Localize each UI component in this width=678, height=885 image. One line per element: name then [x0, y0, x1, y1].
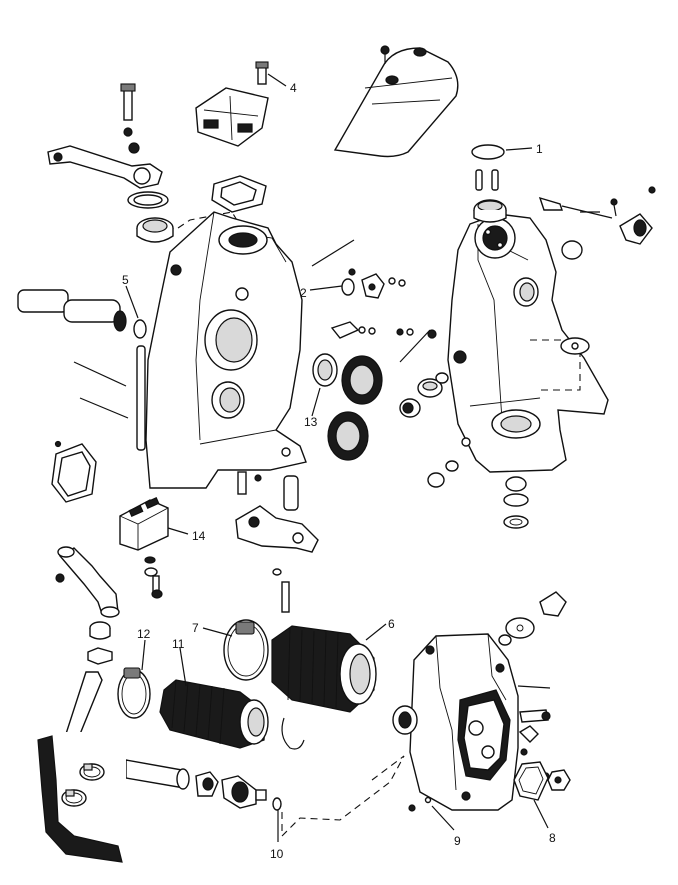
- bearing-set-part: [311, 239, 437, 461]
- small-gasket-left-part: [51, 440, 97, 503]
- routing-lines: [281, 755, 405, 838]
- small-parts-right: [399, 372, 529, 529]
- retaining-ring-part: [281, 717, 305, 750]
- exhaust-bellows-11-part: [159, 679, 269, 749]
- steering-arm-part: [47, 83, 174, 243]
- clamp-block-part: [195, 61, 269, 147]
- leader-lines: [125, 73, 549, 842]
- mount-bracket-part: [235, 471, 319, 613]
- callout-14: 14: [192, 529, 206, 543]
- callout-13: 13: [304, 415, 318, 429]
- top-gasket-part: [177, 175, 267, 229]
- small-screws-bottom: [408, 796, 432, 812]
- callout-5: 5: [122, 273, 129, 287]
- gasket-8-part: [513, 761, 571, 801]
- callout-4: 4: [290, 81, 297, 95]
- top-cover-part: [333, 45, 459, 158]
- upper-housing-left-part: [145, 211, 307, 489]
- callout-7: 7: [192, 621, 199, 635]
- callout-11: 11: [172, 637, 185, 651]
- callout-1: 1: [536, 142, 543, 156]
- upper-housing-right-part: [447, 144, 609, 473]
- callout-12: 12: [137, 627, 151, 641]
- hose-clamp-12-part: [117, 667, 151, 719]
- callout-labels: 1 2 4 5 6 7 8 9 10 11 12 13 14: [122, 81, 556, 861]
- inset-hose-photo: [30, 732, 126, 868]
- gimbal-housing-part: [392, 633, 551, 811]
- callout-2: 2: [300, 286, 307, 300]
- fitting-parts-right: [498, 591, 567, 646]
- exhaust-tube-part: [125, 759, 282, 811]
- clamp-7-part: [223, 619, 269, 681]
- callout-10: 10: [270, 847, 284, 861]
- studs-part: [73, 345, 146, 451]
- block-part: [119, 497, 169, 599]
- shift-cable-part: [538, 186, 656, 245]
- callout-8: 8: [549, 831, 556, 845]
- u-joint-bellows-6-part: [271, 625, 377, 713]
- callout-9: 9: [454, 834, 461, 848]
- exhaust-elbow-part: [55, 546, 120, 745]
- pivot-shaft-part: [17, 289, 147, 339]
- callout-6: 6: [388, 617, 395, 631]
